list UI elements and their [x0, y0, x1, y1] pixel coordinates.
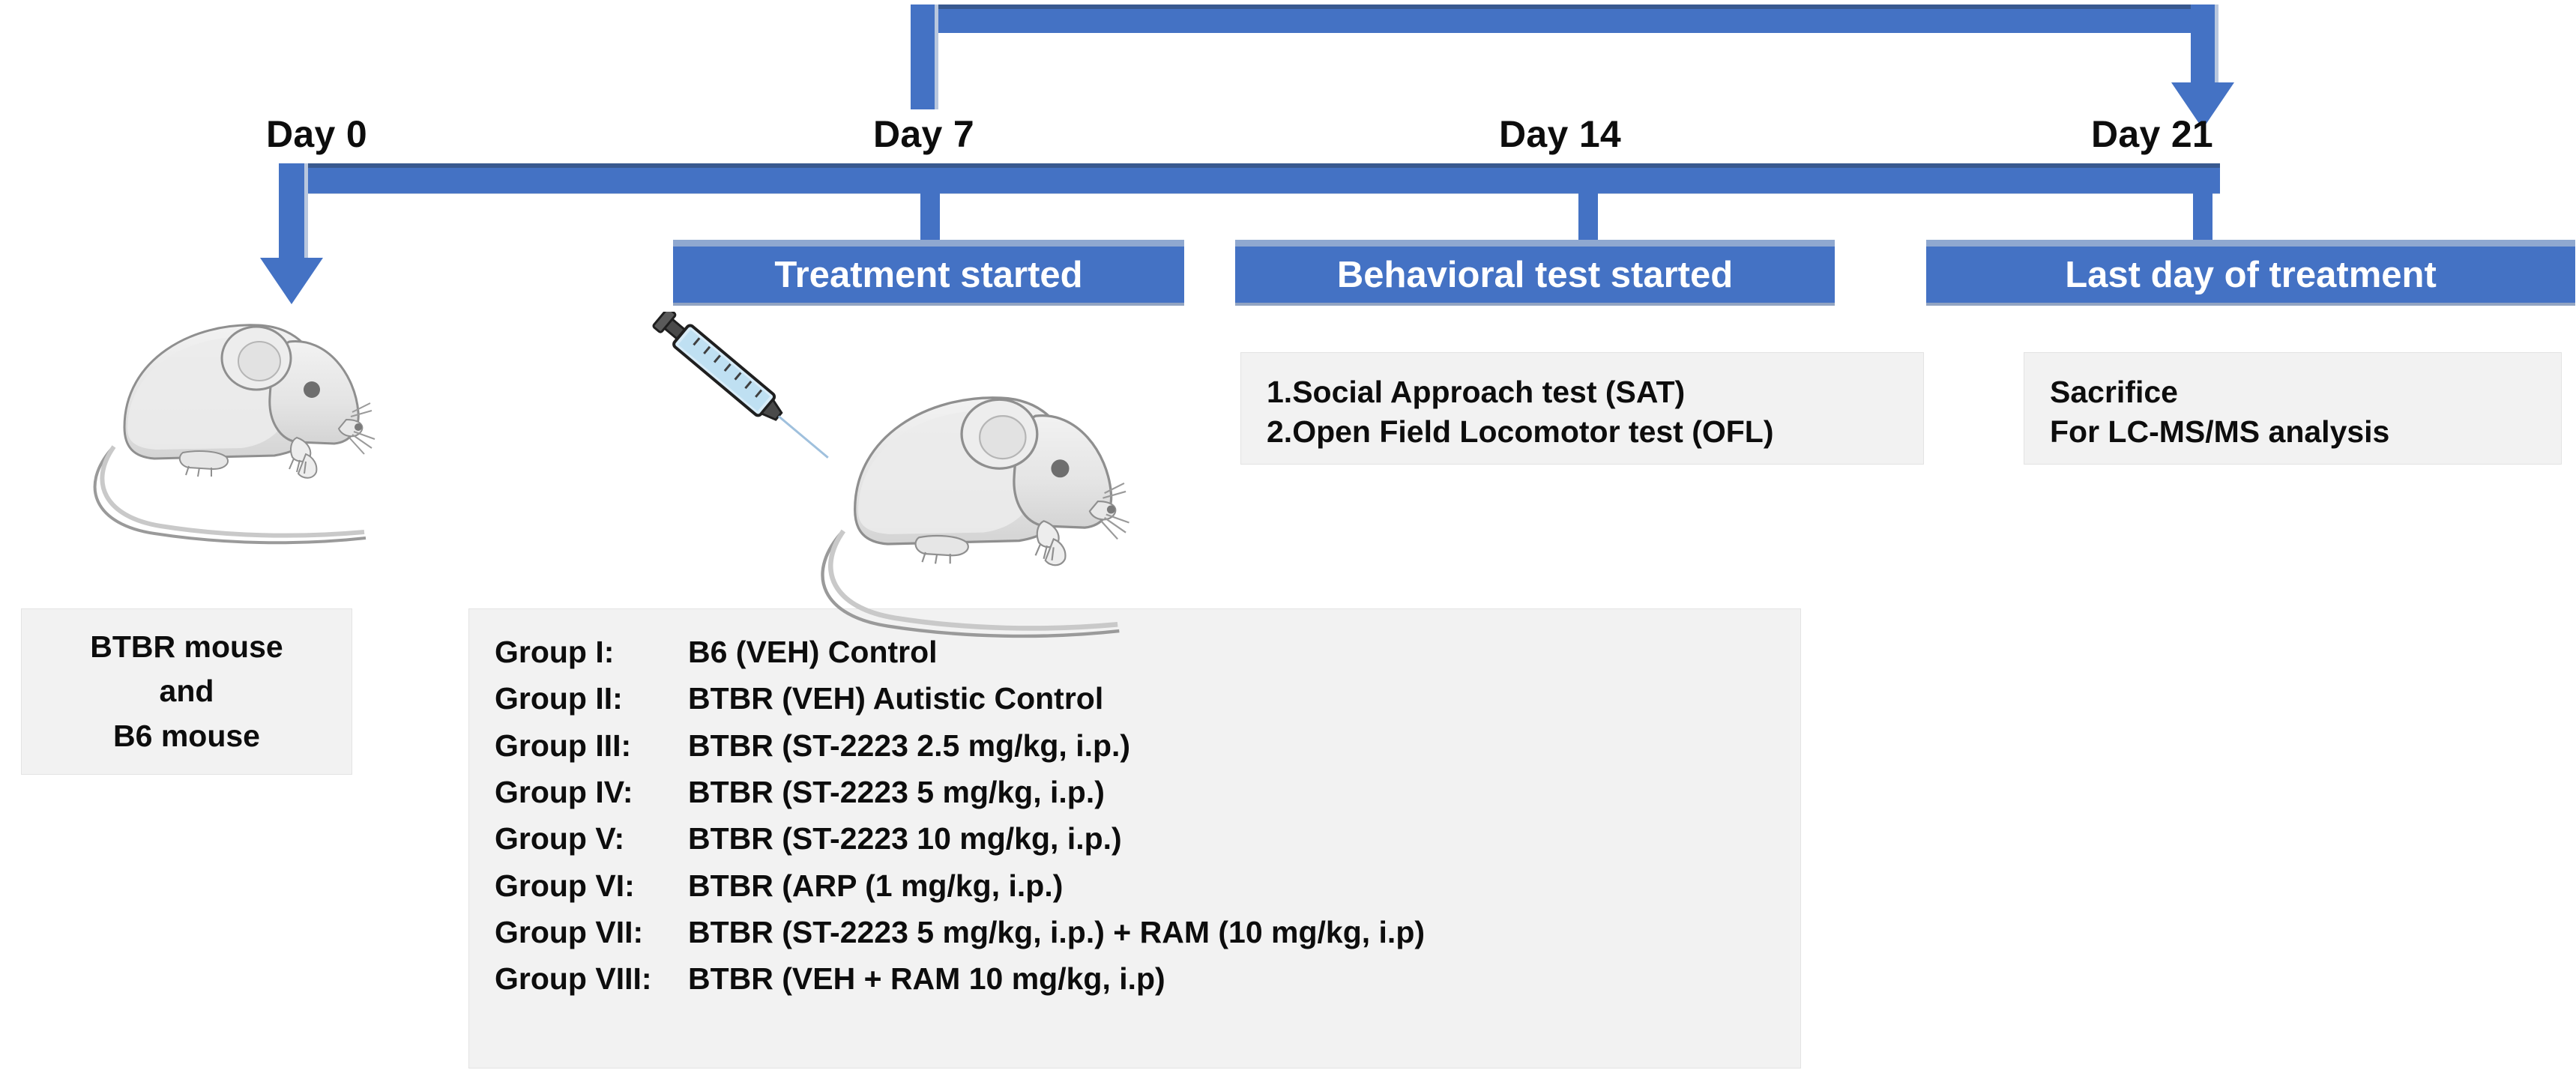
group-description: BTBR (ST-2223 5 mg/kg, i.p.) + RAM (10 m…: [688, 914, 1426, 949]
top-bracket-horizontal: [911, 4, 2218, 33]
timeline-arrowhead-day0: [260, 258, 323, 304]
behavioral-test-line-1: 1.Social Approach test (SAT): [1267, 375, 1686, 409]
group-description: BTBR (VEH) Autistic Control: [688, 681, 1104, 716]
day-label-0: Day 0: [266, 113, 367, 155]
group-row: Group II: BTBR (VEH) Autistic Control: [469, 675, 1800, 722]
timeline-stem-day0: [279, 163, 308, 268]
sacrifice-panel: Sacrifice For LC-MS/MS analysis: [2024, 352, 2562, 465]
group-name: Group IV:: [495, 774, 633, 809]
group-name: Group III:: [495, 728, 632, 763]
milestone-treatment-started[interactable]: Treatment started: [673, 240, 1184, 303]
animals-line-1: BTBR mouse: [90, 629, 283, 664]
group-row: Group VI: BTBR (ARP (1 mg/kg, i.p.): [469, 862, 1800, 909]
day-label-21: Day 21: [2091, 113, 2214, 155]
timeline-axis: [279, 163, 2220, 193]
group-row: Group IV: BTBR (ST-2223 5 mg/kg, i.p.): [469, 769, 1800, 815]
behavioral-test-line-2: 2.Open Field Locomotor test (OFL): [1267, 414, 1774, 450]
behavioral-tests-panel: 1.Social Approach test (SAT) 2.Open Fiel…: [1240, 352, 1924, 465]
day-label-7: Day 7: [873, 113, 974, 155]
animals-line-3: B6 mouse: [113, 718, 260, 753]
mouse-illustration-day0: [93, 324, 375, 545]
timeline-stem-day21: [2193, 189, 2212, 240]
syringe-illustration: [652, 312, 829, 459]
mouse-illustration-day7: [821, 396, 1129, 638]
timeline-stem-day14: [1578, 189, 1598, 240]
group-row: Group III: BTBR (ST-2223 2.5 mg/kg, i.p.…: [469, 722, 1800, 769]
milestone-last-day-of-treatment[interactable]: Last day of treatment: [1926, 240, 2575, 303]
group-row: Group VIII: BTBR (VEH + RAM 10 mg/kg, i.…: [469, 955, 1800, 1002]
day-label-14: Day 14: [1499, 113, 1622, 155]
group-description: BTBR (ST-2223 2.5 mg/kg, i.p.): [688, 728, 1131, 763]
top-bracket-arrowhead-down: [2171, 82, 2234, 129]
animals-line-2: and: [159, 674, 214, 709]
group-description: B6 (VEH) Control: [688, 635, 938, 669]
group-description: BTBR (ST-2223 10 mg/kg, i.p.): [688, 821, 1122, 856]
top-bracket-stem-day7: [911, 4, 938, 109]
group-name: Group I:: [495, 635, 615, 669]
group-name: Group VI:: [495, 868, 635, 903]
top-bracket-stem-day21: [2191, 4, 2218, 93]
sacrifice-line-1: Sacrifice: [2050, 375, 2178, 409]
group-name: Group VII:: [495, 914, 644, 949]
group-row: Group I: B6 (VEH) Control: [469, 629, 1800, 675]
milestone-behavioral-test-started[interactable]: Behavioral test started: [1235, 240, 1835, 303]
animals-panel: BTBR mouse and B6 mouse: [21, 608, 352, 775]
group-description: BTBR (VEH + RAM 10 mg/kg, i.p): [688, 961, 1165, 997]
group-description: BTBR (ST-2223 5 mg/kg, i.p.): [688, 774, 1105, 809]
sacrifice-line-2: For LC-MS/MS analysis: [2050, 414, 2390, 450]
group-name: Group V:: [495, 821, 625, 856]
group-name: Group VIII:: [495, 961, 652, 997]
group-description: BTBR (ARP (1 mg/kg, i.p.): [688, 868, 1064, 903]
timeline-stem-day7: [920, 189, 940, 240]
group-row: Group V: BTBR (ST-2223 10 mg/kg, i.p.): [469, 815, 1800, 862]
treatment-groups-panel: Group I: B6 (VEH) Control Group II: BTBR…: [468, 608, 1801, 1069]
group-name: Group II:: [495, 681, 623, 716]
group-row: Group VII: BTBR (ST-2223 5 mg/kg, i.p.) …: [469, 909, 1800, 955]
